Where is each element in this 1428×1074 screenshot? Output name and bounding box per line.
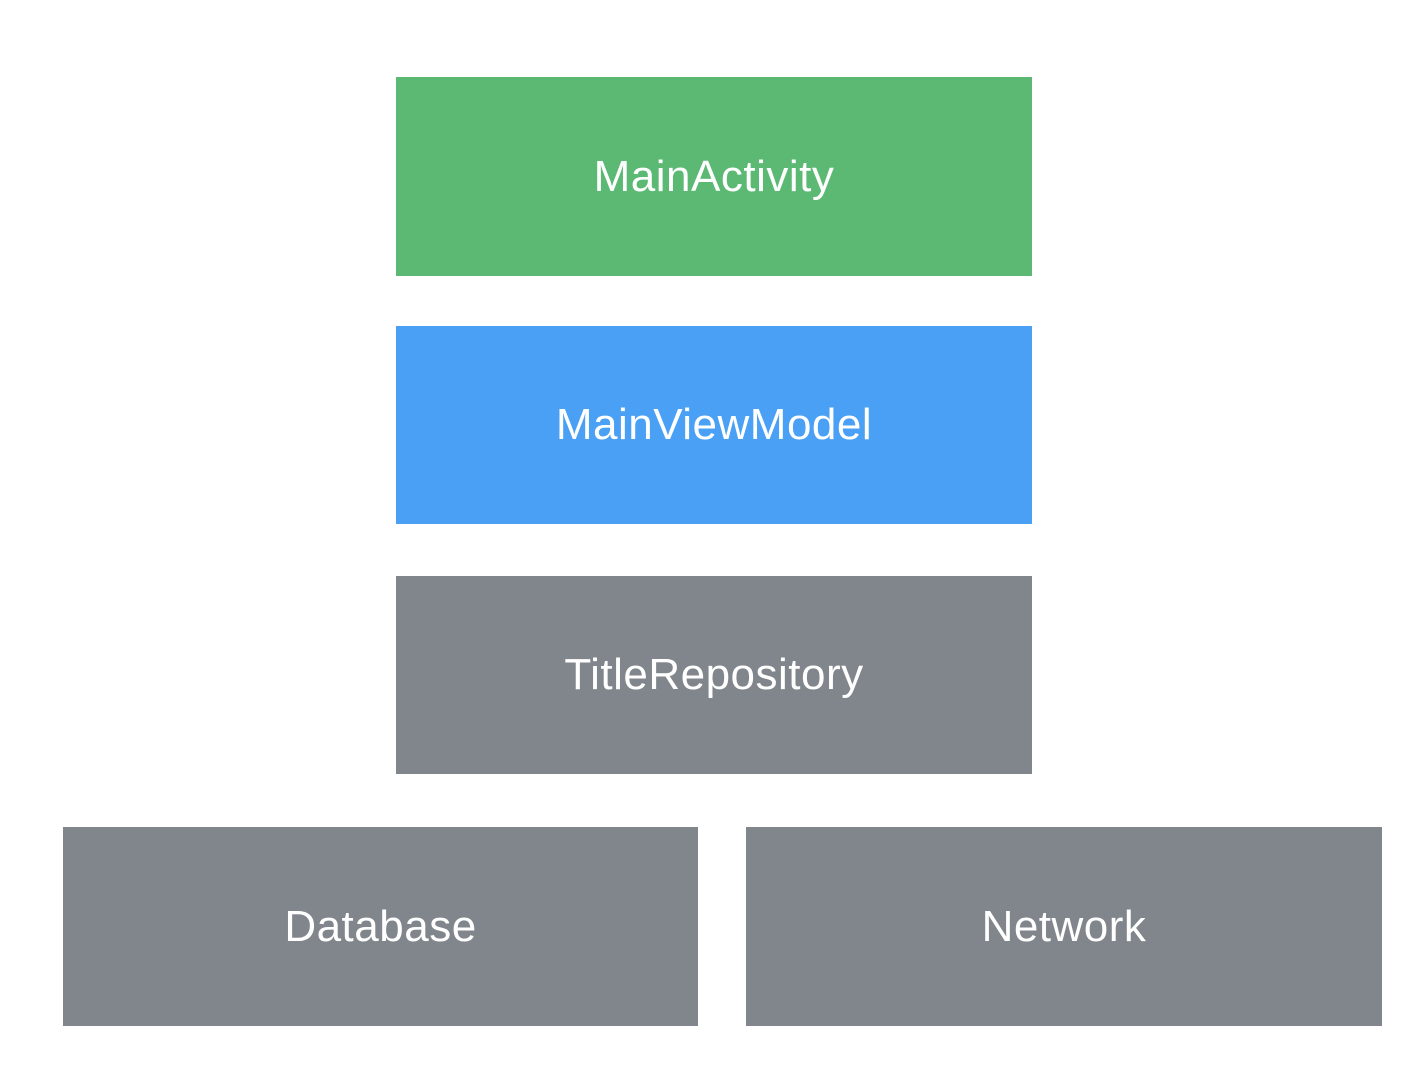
diagram-box-database-label: Database bbox=[284, 901, 477, 951]
diagram-box-network-label: Network bbox=[981, 901, 1147, 951]
diagram-box-main-activity-label: MainActivity bbox=[593, 151, 835, 201]
diagram-box-main-view-model-label: MainViewModel bbox=[555, 400, 873, 449]
diagram-box-title-repository-label: TitleRepository bbox=[564, 650, 864, 699]
diagram-box-main-activity: MainActivity bbox=[396, 77, 1032, 276]
diagram-box-network: Network bbox=[746, 827, 1382, 1026]
diagram-box-title-repository: TitleRepository bbox=[396, 576, 1032, 774]
diagram-box-database: Database bbox=[63, 827, 698, 1026]
diagram-box-main-view-model: MainViewModel bbox=[396, 326, 1032, 524]
